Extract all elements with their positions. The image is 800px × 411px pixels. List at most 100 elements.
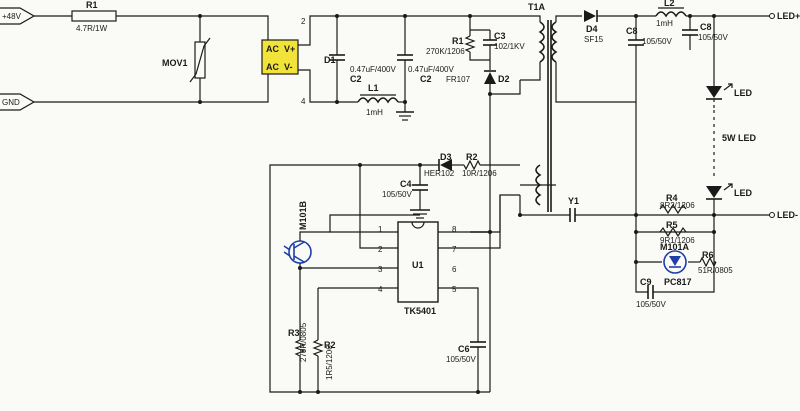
r1b-ref: R1 bbox=[452, 36, 464, 46]
c4-capacitor: C4 105/50V bbox=[382, 165, 428, 210]
y1-ref: Y1 bbox=[568, 196, 579, 206]
d4-diode: D4 SF15 bbox=[584, 10, 604, 44]
mov1-ref: MOV1 bbox=[162, 58, 188, 68]
c2a-capacitor: 0.47uF/400V C2 bbox=[350, 65, 396, 84]
r1-resistor: R1 4.7R/1W bbox=[71, 0, 117, 33]
c6-capacitor: C6 105/50V bbox=[446, 341, 486, 392]
m101a-optocoupler-led: M101A PC817 bbox=[660, 242, 692, 287]
r2a-value: 10R/1206 bbox=[462, 169, 497, 178]
t1a-transformer: T1A bbox=[520, 2, 558, 212]
c8a-ref: C8 bbox=[626, 26, 638, 36]
d4-ref: D4 bbox=[586, 24, 598, 34]
led2: LED bbox=[706, 183, 753, 200]
r5-resistor: R5 9R1/1206 bbox=[659, 220, 695, 245]
c8a-capacitor: C8 105/50V bbox=[626, 16, 672, 215]
l2-inductor: L2 1mH bbox=[655, 0, 687, 28]
plus48v-label: +48V bbox=[2, 12, 22, 21]
bridge-vplus: V+ bbox=[284, 44, 295, 54]
r4-ref: R4 bbox=[666, 193, 678, 203]
r4-value: 8R2/1206 bbox=[660, 201, 695, 210]
mov1-varistor: MOV1 bbox=[162, 16, 211, 102]
u1-pin2: 2 bbox=[378, 245, 383, 254]
t1a-ref: T1A bbox=[528, 2, 546, 12]
c2b-value: 0.47uF/400V bbox=[408, 65, 454, 74]
u1-value: TK5401 bbox=[404, 306, 436, 316]
r3-value: 270R/0805 bbox=[299, 322, 308, 362]
r1b-resistor: R1 270K/1206 bbox=[426, 35, 476, 56]
bridge-ac1: AC bbox=[266, 44, 279, 54]
r1-value: 4.7R/1W bbox=[76, 24, 108, 33]
c3-ref: C3 bbox=[494, 31, 506, 41]
r1-ref: R1 bbox=[86, 0, 98, 10]
ground-symbol-2 bbox=[410, 209, 430, 219]
c3-capacitor: C3 102/1KV bbox=[483, 30, 525, 60]
r2b-value: 1R5/1206 bbox=[325, 345, 334, 380]
u1-pin5: 5 bbox=[452, 285, 457, 294]
r3-resistor: R3 270R/0805 bbox=[288, 322, 308, 362]
u1-pin4: 4 bbox=[378, 285, 383, 294]
ground-symbol-1 bbox=[396, 102, 414, 121]
gnd-label: GND bbox=[2, 98, 20, 107]
d1-ref: D1 bbox=[324, 55, 336, 65]
input-terminal-plus48v: +48V bbox=[0, 7, 36, 25]
l2-ref: L2 bbox=[664, 0, 675, 8]
y1-capacitor: Y1 bbox=[568, 196, 579, 222]
u1-pin3: 3 bbox=[378, 265, 383, 274]
r2a-resistor: R2 10R/1206 bbox=[462, 152, 497, 178]
u1-pin1: 1 bbox=[378, 225, 383, 234]
r6-ref: R6 bbox=[702, 250, 714, 260]
led-plus-label: LED+ bbox=[777, 11, 800, 21]
c9-capacitor: C9 105/50V bbox=[636, 277, 666, 309]
m101a-ref: M101A bbox=[660, 242, 690, 252]
c8b-value: 105/50V bbox=[698, 33, 728, 42]
c2b-capacitor: 0.47uF/400V C2 bbox=[397, 16, 454, 102]
d4-value: SF15 bbox=[584, 35, 604, 44]
bridge-ac2: AC bbox=[266, 62, 279, 72]
d3-value: HER102 bbox=[424, 169, 455, 178]
c8b-capacitor: C8 105/50V bbox=[682, 16, 728, 50]
c9-value: 105/50V bbox=[636, 300, 666, 309]
r5-value: 9R1/1206 bbox=[660, 236, 695, 245]
c8b-ref: C8 bbox=[700, 22, 712, 32]
m101a-value: PC817 bbox=[664, 277, 692, 287]
r1b-value: 270K/1206 bbox=[426, 47, 465, 56]
led-plus-terminal: LED+ bbox=[769, 11, 800, 21]
d2-ref: D2 bbox=[498, 74, 510, 84]
d3-ref: D3 bbox=[440, 152, 452, 162]
c2a-ref: C2 bbox=[350, 74, 362, 84]
r5-ref: R5 bbox=[666, 220, 678, 230]
r4-resistor: R4 8R2/1206 bbox=[659, 193, 695, 215]
d2-diode: D2 FR107 bbox=[446, 60, 521, 95]
l1-ref: L1 bbox=[368, 83, 379, 93]
input-terminal-gnd: GND bbox=[0, 93, 36, 111]
c9-ref: C9 bbox=[640, 277, 652, 287]
u1-ref: U1 bbox=[412, 260, 424, 270]
led-minus-terminal: LED- bbox=[769, 210, 798, 220]
u1-pin7: 7 bbox=[452, 245, 457, 254]
l1-value: 1mH bbox=[366, 108, 383, 117]
l2-value: 1mH bbox=[656, 19, 673, 28]
c8a-value: 105/50V bbox=[642, 37, 672, 46]
m101b-ref: M101B bbox=[298, 200, 308, 230]
bridge-pin2: 2 bbox=[301, 17, 306, 26]
l1-inductor: L1 1mH bbox=[355, 83, 405, 117]
c6-ref: C6 bbox=[458, 344, 470, 354]
c6-value: 105/50V bbox=[446, 355, 476, 364]
bridge-pin4: 4 bbox=[301, 97, 306, 106]
u1-pin6: 6 bbox=[452, 265, 457, 274]
c3-value: 102/1KV bbox=[494, 42, 525, 51]
led-string-label: 5W LED bbox=[722, 133, 757, 143]
led1-ref: LED bbox=[734, 88, 753, 98]
r6-value: 51R/0805 bbox=[698, 266, 733, 275]
c2b-ref: C2 bbox=[420, 74, 432, 84]
bridge-vminus: V- bbox=[284, 62, 293, 72]
led1: LED bbox=[706, 83, 753, 100]
u1-pin8: 8 bbox=[452, 225, 457, 234]
c4-ref: C4 bbox=[400, 179, 412, 189]
d1-component: D1 bbox=[324, 16, 345, 102]
c4-value: 105/50V bbox=[382, 190, 412, 199]
r2b-resistor: R2 1R5/1206 bbox=[312, 339, 336, 380]
d2-value: FR107 bbox=[446, 75, 471, 84]
